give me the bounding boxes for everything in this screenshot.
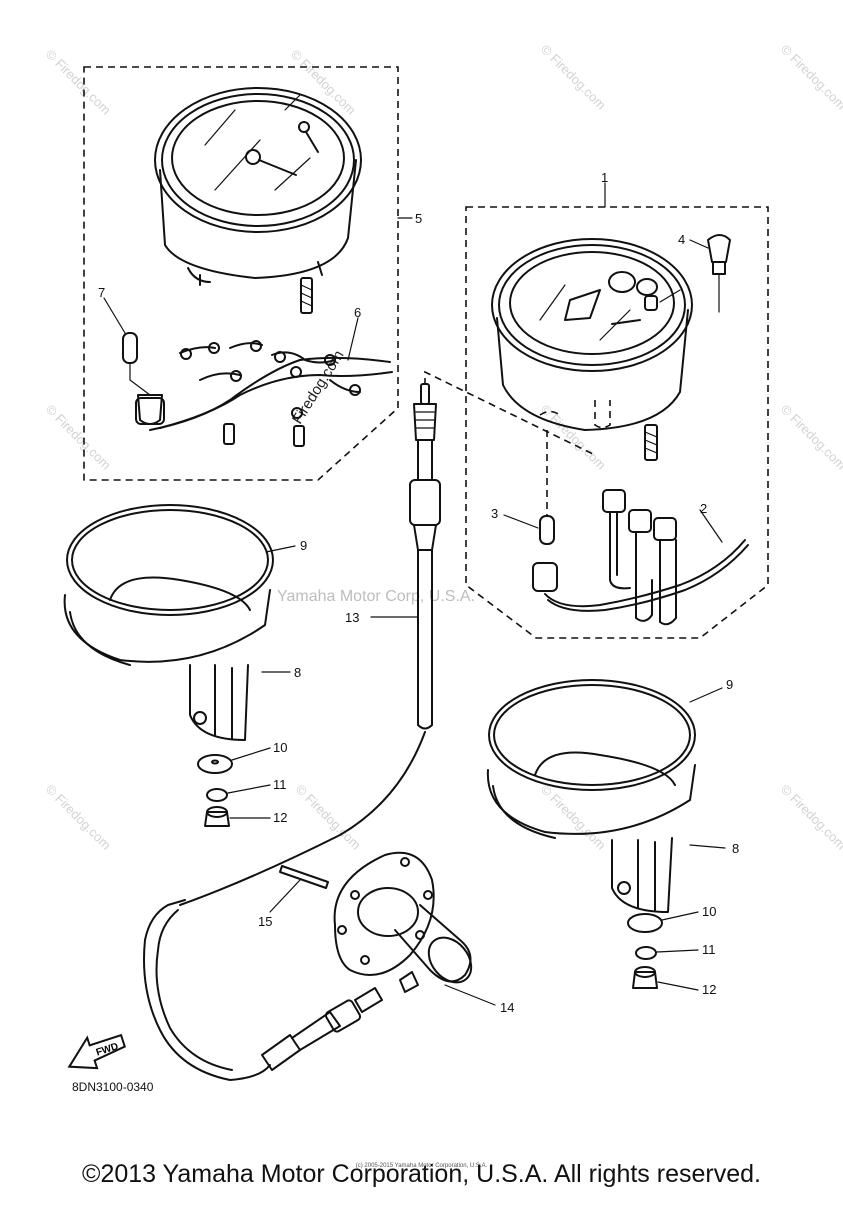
callout-2: 2 (700, 501, 707, 516)
callout-labels: 1 2 3 4 5 6 7 8 8 9 9 10 10 11 11 12 12 … (98, 170, 739, 1015)
speedometer-right (491, 238, 693, 461)
callout-13: 13 (345, 610, 359, 625)
watermark-small: © Firedog.com (43, 782, 114, 853)
callout-3: 3 (491, 506, 498, 521)
tiny-copyright: (c) 2005-2015 Yamaha Motor Corporation, … (355, 1163, 488, 1169)
callout-4: 4 (678, 232, 685, 247)
callout-6: 6 (354, 305, 361, 320)
left-assembly-outline (83, 66, 399, 481)
watermark-main: Yamaha Motor Corp, U.S.A. (277, 588, 475, 605)
watermark-small: © Firedog.com (778, 782, 843, 853)
meter-bracket-right (486, 679, 726, 913)
callout-12-left: 12 (273, 810, 287, 825)
watermark-small: © Firedog.com (778, 42, 843, 113)
callout-10-left: 10 (273, 740, 287, 755)
speedometer-gear-unit (333, 851, 496, 1006)
watermark-small: © Firedog.com (538, 782, 609, 853)
callout-10-right: 10 (702, 904, 716, 919)
wire-harness-left (149, 340, 393, 447)
wire-harness-right (544, 489, 749, 626)
watermark-small: © Firedog.com (43, 402, 114, 473)
washer-set-right (627, 911, 699, 991)
watermark-small: © Firedog.com (778, 402, 843, 473)
leader-line (103, 297, 126, 334)
watermark-small: © Firedog.com (538, 402, 609, 473)
callout-1: 1 (601, 170, 608, 185)
bulb-socket-left (122, 332, 165, 425)
watermark-small: © Firedog.com (538, 42, 609, 113)
watermark-small: © Firedog.com (293, 782, 364, 853)
right-assembly-outline (465, 206, 769, 639)
pin-part (269, 865, 329, 913)
callout-5: 5 (415, 211, 422, 226)
callout-9-left: 9 (300, 538, 307, 553)
callout-8-right: 8 (732, 841, 739, 856)
callout-7: 7 (98, 285, 105, 300)
bulb-socket-right (503, 430, 558, 592)
callout-9-right: 9 (726, 677, 733, 692)
tachometer-left (154, 87, 362, 314)
callout-8-left: 8 (294, 665, 301, 680)
meter-bracket-left (63, 504, 296, 741)
part-code: 8DN3100-0340 (72, 1080, 154, 1094)
callout-11-left: 11 (273, 777, 287, 792)
callout-14: 14 (500, 1000, 514, 1015)
washer-set-left (197, 747, 271, 827)
fwd-arrow-icon: FWD (67, 1033, 126, 1070)
reset-knob (689, 234, 731, 313)
copyright-notice: ©2013 Yamaha Motor Corporation, U.S.A. A… (82, 1160, 761, 1188)
callout-15: 15 (258, 914, 272, 929)
speedometer-cable (143, 370, 596, 1081)
leader-line (347, 317, 359, 361)
callout-12-right: 12 (702, 982, 716, 997)
callout-11-right: 11 (702, 942, 716, 957)
watermark-small: © Firedog.com (43, 47, 114, 118)
